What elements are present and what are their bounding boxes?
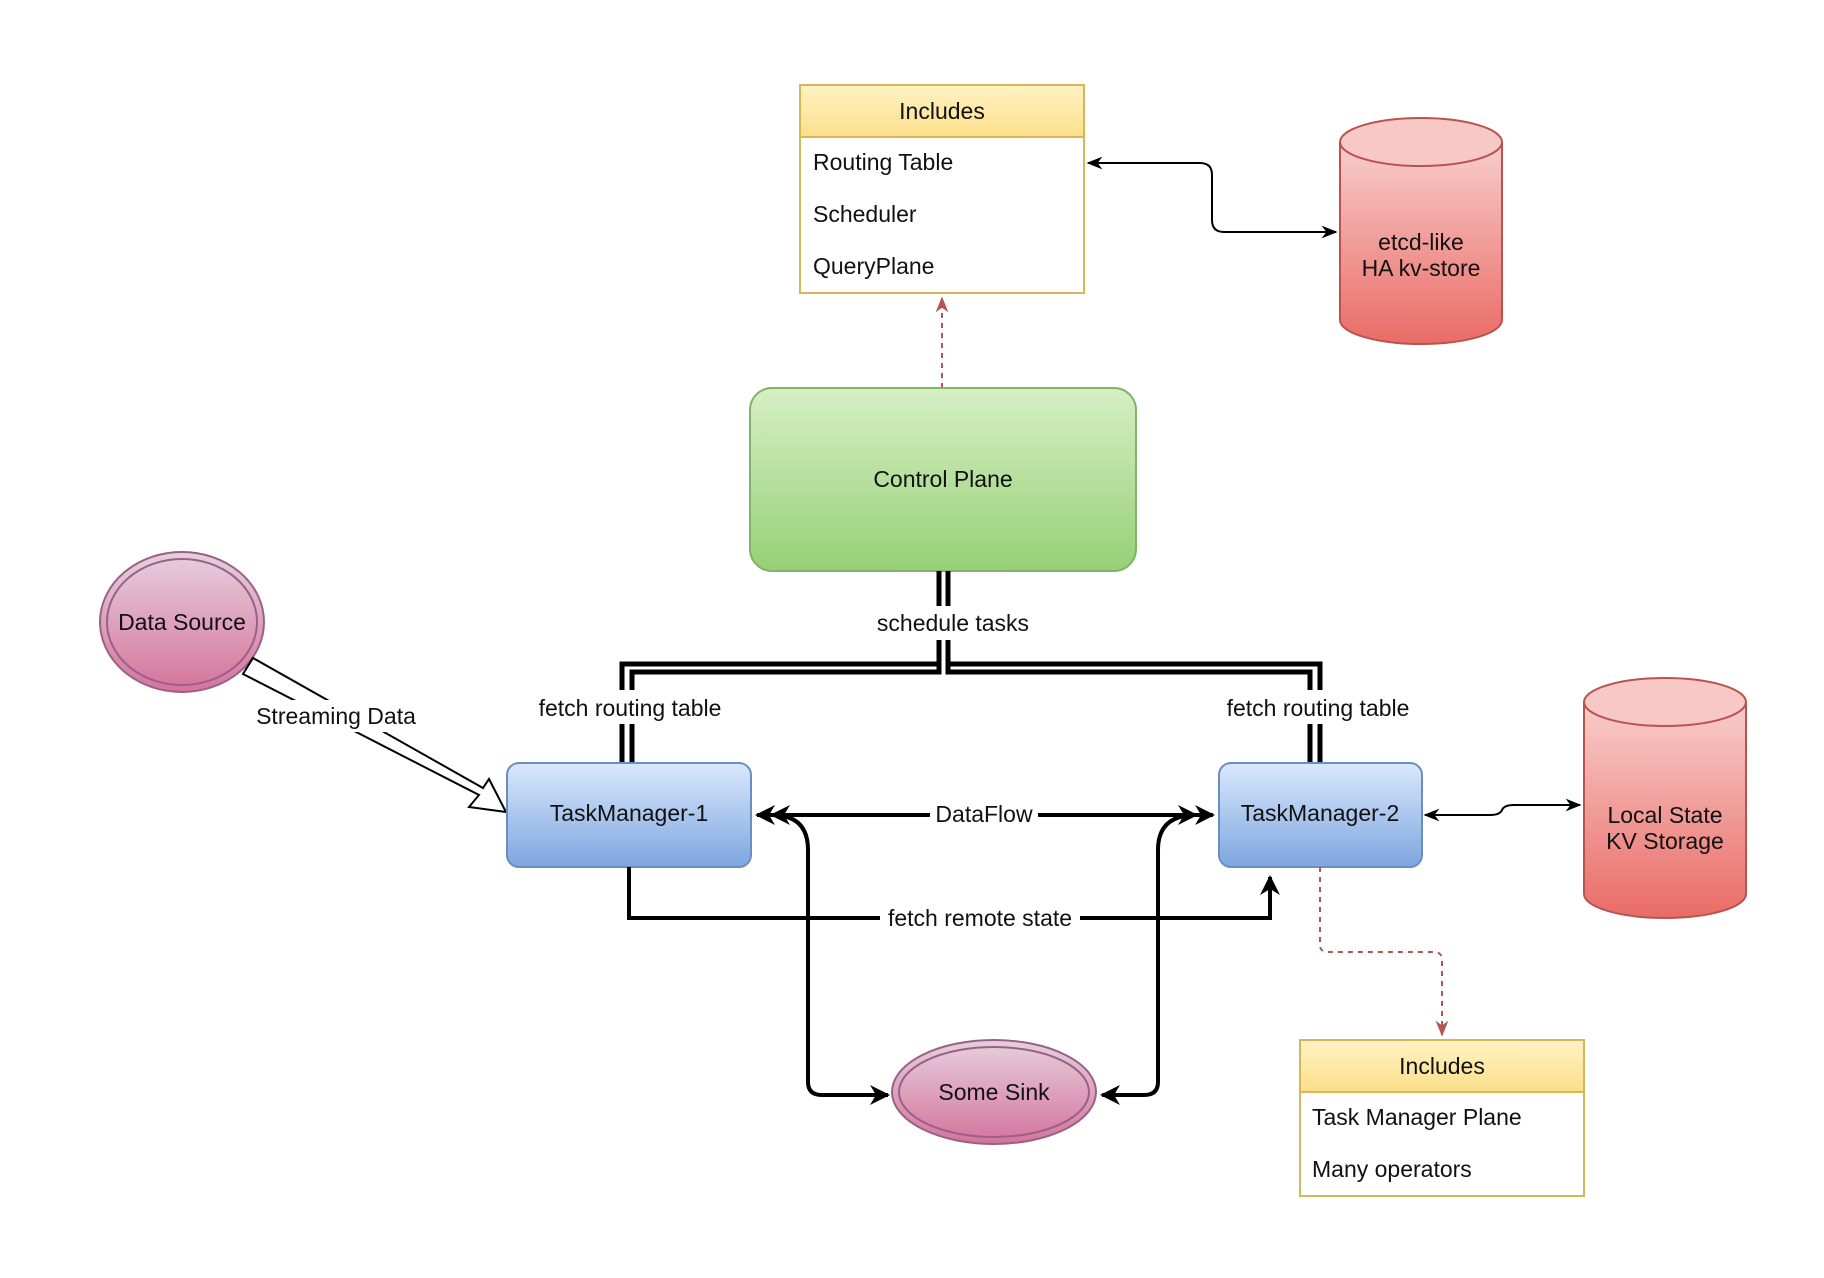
tm2-sink-connector — [1100, 805, 1198, 1105]
bottom-list-item-task-manager-plane: Task Manager Plane — [1312, 1104, 1522, 1130]
etcd-store-label-1: etcd-like — [1378, 229, 1464, 255]
local-storage-label-2: KV Storage — [1606, 828, 1724, 854]
dataflow-label: DataFlow — [935, 801, 1033, 827]
bottom-includes-list: Includes Task Manager Plane Many operato… — [1299, 1039, 1585, 1197]
bottom-list-title: Includes — [1399, 1053, 1485, 1079]
routing-etcd-connector — [1086, 156, 1338, 239]
control-plane-label: Control Plane — [873, 466, 1012, 492]
fetch-routing-right-label: fetch routing table — [1227, 695, 1410, 721]
data-source-node: Data Source — [99, 551, 265, 693]
tm2-storage-connector — [1423, 798, 1582, 822]
schedule-tasks-connector — [619, 571, 1323, 763]
fetch-routing-left-label: fetch routing table — [539, 695, 722, 721]
local-storage-label-1: Local State — [1607, 802, 1722, 828]
etcd-store-label-2: HA kv-store — [1362, 255, 1481, 281]
control-plane-node: Control Plane — [749, 387, 1137, 572]
data-source-label: Data Source — [118, 609, 246, 635]
top-list-title: Includes — [899, 98, 985, 124]
task-manager-1-label: TaskManager-1 — [550, 800, 709, 826]
streaming-data-arrow — [241, 656, 508, 814]
task-manager-2-label: TaskManager-2 — [1241, 800, 1400, 826]
schedule-tasks-label: schedule tasks — [877, 610, 1029, 636]
top-list-item-queryplane: QueryPlane — [813, 253, 934, 279]
some-sink-node: Some Sink — [891, 1039, 1097, 1145]
task-manager-2-node: TaskManager-2 — [1218, 762, 1423, 868]
local-storage-cylinder: Local State KV Storage — [1583, 677, 1747, 919]
tm2-to-list-dashed-arrow — [1319, 867, 1449, 1037]
fetch-remote-state-label: fetch remote state — [888, 905, 1072, 931]
bottom-list-item-many-operators: Many operators — [1312, 1156, 1472, 1182]
some-sink-label: Some Sink — [938, 1079, 1050, 1105]
streaming-data-label: Streaming Data — [256, 703, 416, 729]
top-list-item-scheduler: Scheduler — [813, 201, 917, 227]
top-includes-list: Includes Routing Table Scheduler QueryPl… — [799, 84, 1085, 294]
etcd-store-cylinder: etcd-like HA kv-store — [1339, 117, 1503, 345]
top-list-item-routing-table: Routing Table — [813, 149, 953, 175]
task-manager-1-node: TaskManager-1 — [506, 762, 752, 868]
tm1-sink-connector — [770, 805, 890, 1105]
